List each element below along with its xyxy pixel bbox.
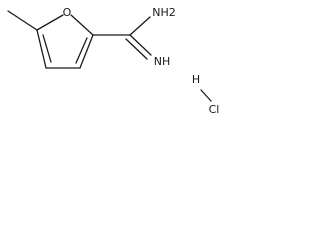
ring-bond-c4-c5 (36, 29, 47, 69)
imine-label: NH (154, 55, 171, 68)
double-bond-amidine-to-imine (125, 38, 148, 60)
ring-bond-o1-c2 (70, 14, 94, 36)
bond-h-cl (200, 89, 212, 102)
amine-label: NH2 (152, 6, 176, 19)
hydrogen-label: H (192, 73, 200, 86)
ring-bond-c5-o1 (36, 14, 64, 31)
chlorine-label: Cl (209, 103, 220, 116)
double-bond-inner-c2-c3 (75, 37, 88, 64)
ring-bond-c2-c3 (79, 34, 94, 69)
double-bond-inner-c4-c5 (42, 34, 52, 63)
chemical-structure-diagram: O NH2 NH H Cl (0, 0, 228, 125)
structure-svg: O NH2 NH H Cl (7, 6, 220, 116)
methyl-bond (7, 10, 38, 31)
oxygen-label: O (63, 6, 72, 19)
bond-amidine-to-imine (129, 34, 152, 56)
bond-amidine-to-amine (129, 16, 151, 36)
